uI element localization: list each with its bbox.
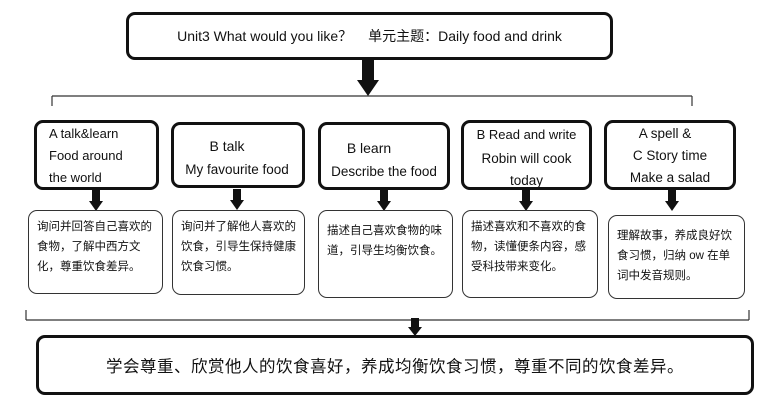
- unit-1-line-1: A talk&learn: [49, 126, 119, 141]
- summary-box: 学会尊重、欣赏他人的饮食喜好，养成均衡饮食习惯，尊重不同的饮食差异。: [36, 335, 754, 395]
- down-arrow-3: [377, 190, 391, 212]
- unit-box-3: B learn Describe the food: [318, 122, 450, 190]
- description-box-2: 询问并了解他人喜欢的饮食，引导生保持健康饮食习惯。: [172, 210, 305, 295]
- unit-box-1: A talk&learn Food around the world: [34, 120, 159, 190]
- description-box-1: 询问并回答自己喜欢的食物，了解中西方文化，尊重饮食差异。: [28, 210, 163, 294]
- description-box-3: 描述自己喜欢食物的味道，引导生均衡饮食。: [318, 210, 453, 298]
- down-arrow-main: [357, 58, 379, 98]
- unit-box-4: B Read and write Robin will cook today: [461, 120, 592, 190]
- description-box-5: 理解故事，养成良好饮食习惯，归纳 ow 在单词中发音规则。: [608, 215, 745, 299]
- theme-value: Daily food and drink: [438, 28, 562, 44]
- unit-box-2: B talk My favourite food: [171, 122, 305, 188]
- down-arrow-4: [519, 190, 533, 212]
- theme-label: 单元主题：: [368, 28, 439, 44]
- down-arrow-2: [230, 189, 244, 211]
- summary-text: 学会尊重、欣赏他人的饮食喜好，养成均衡饮食习惯，尊重不同的饮食差异。: [106, 357, 684, 376]
- unit-4-line-1: B Read and write: [476, 127, 577, 142]
- unit-2-line-1: B talk: [209, 138, 245, 154]
- unit-5-line-3: Make a salad: [629, 170, 711, 185]
- unit-title-box: Unit3 What would you like？ 单元主题： Daily f…: [126, 12, 613, 60]
- down-arrow-1: [89, 190, 103, 212]
- unit-4-line-3: today: [509, 173, 544, 188]
- unit-2-line-2: My favourite food: [185, 162, 289, 177]
- description-box-4: 描述喜欢和不喜欢的食物，读懂便条内容，感受科技带来变化。: [462, 210, 598, 298]
- unit-5-line-1: A spell &: [638, 126, 692, 141]
- unit-4-line-2: Robin will cook: [481, 151, 572, 166]
- unit-title: Unit3 What would you like？: [177, 28, 353, 44]
- unit-1-line-2: Food around: [49, 148, 123, 163]
- unit-box-5: A spell & C Story time Make a salad: [604, 120, 736, 190]
- down-arrow-5: [665, 190, 679, 212]
- unit-5-line-2: C Story time: [632, 148, 708, 163]
- unit-3-line-1: B learn: [346, 140, 392, 156]
- unit-1-line-3: the world: [49, 170, 102, 185]
- down-arrow-summary: [408, 318, 422, 338]
- unit-3-line-2: Describe the food: [331, 164, 437, 179]
